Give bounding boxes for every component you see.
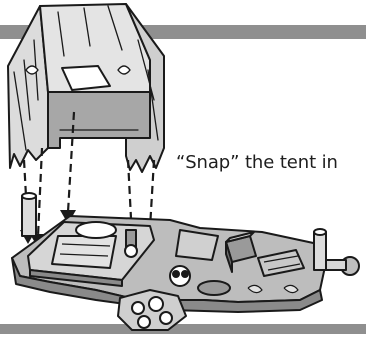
arrow-2: [38, 148, 42, 236]
instruction-text: “Snap” the tent in: [176, 152, 338, 173]
tent-roof-icon: [8, 4, 164, 172]
bottom-rule-bar: [0, 324, 366, 334]
arrow-5: [150, 160, 154, 228]
